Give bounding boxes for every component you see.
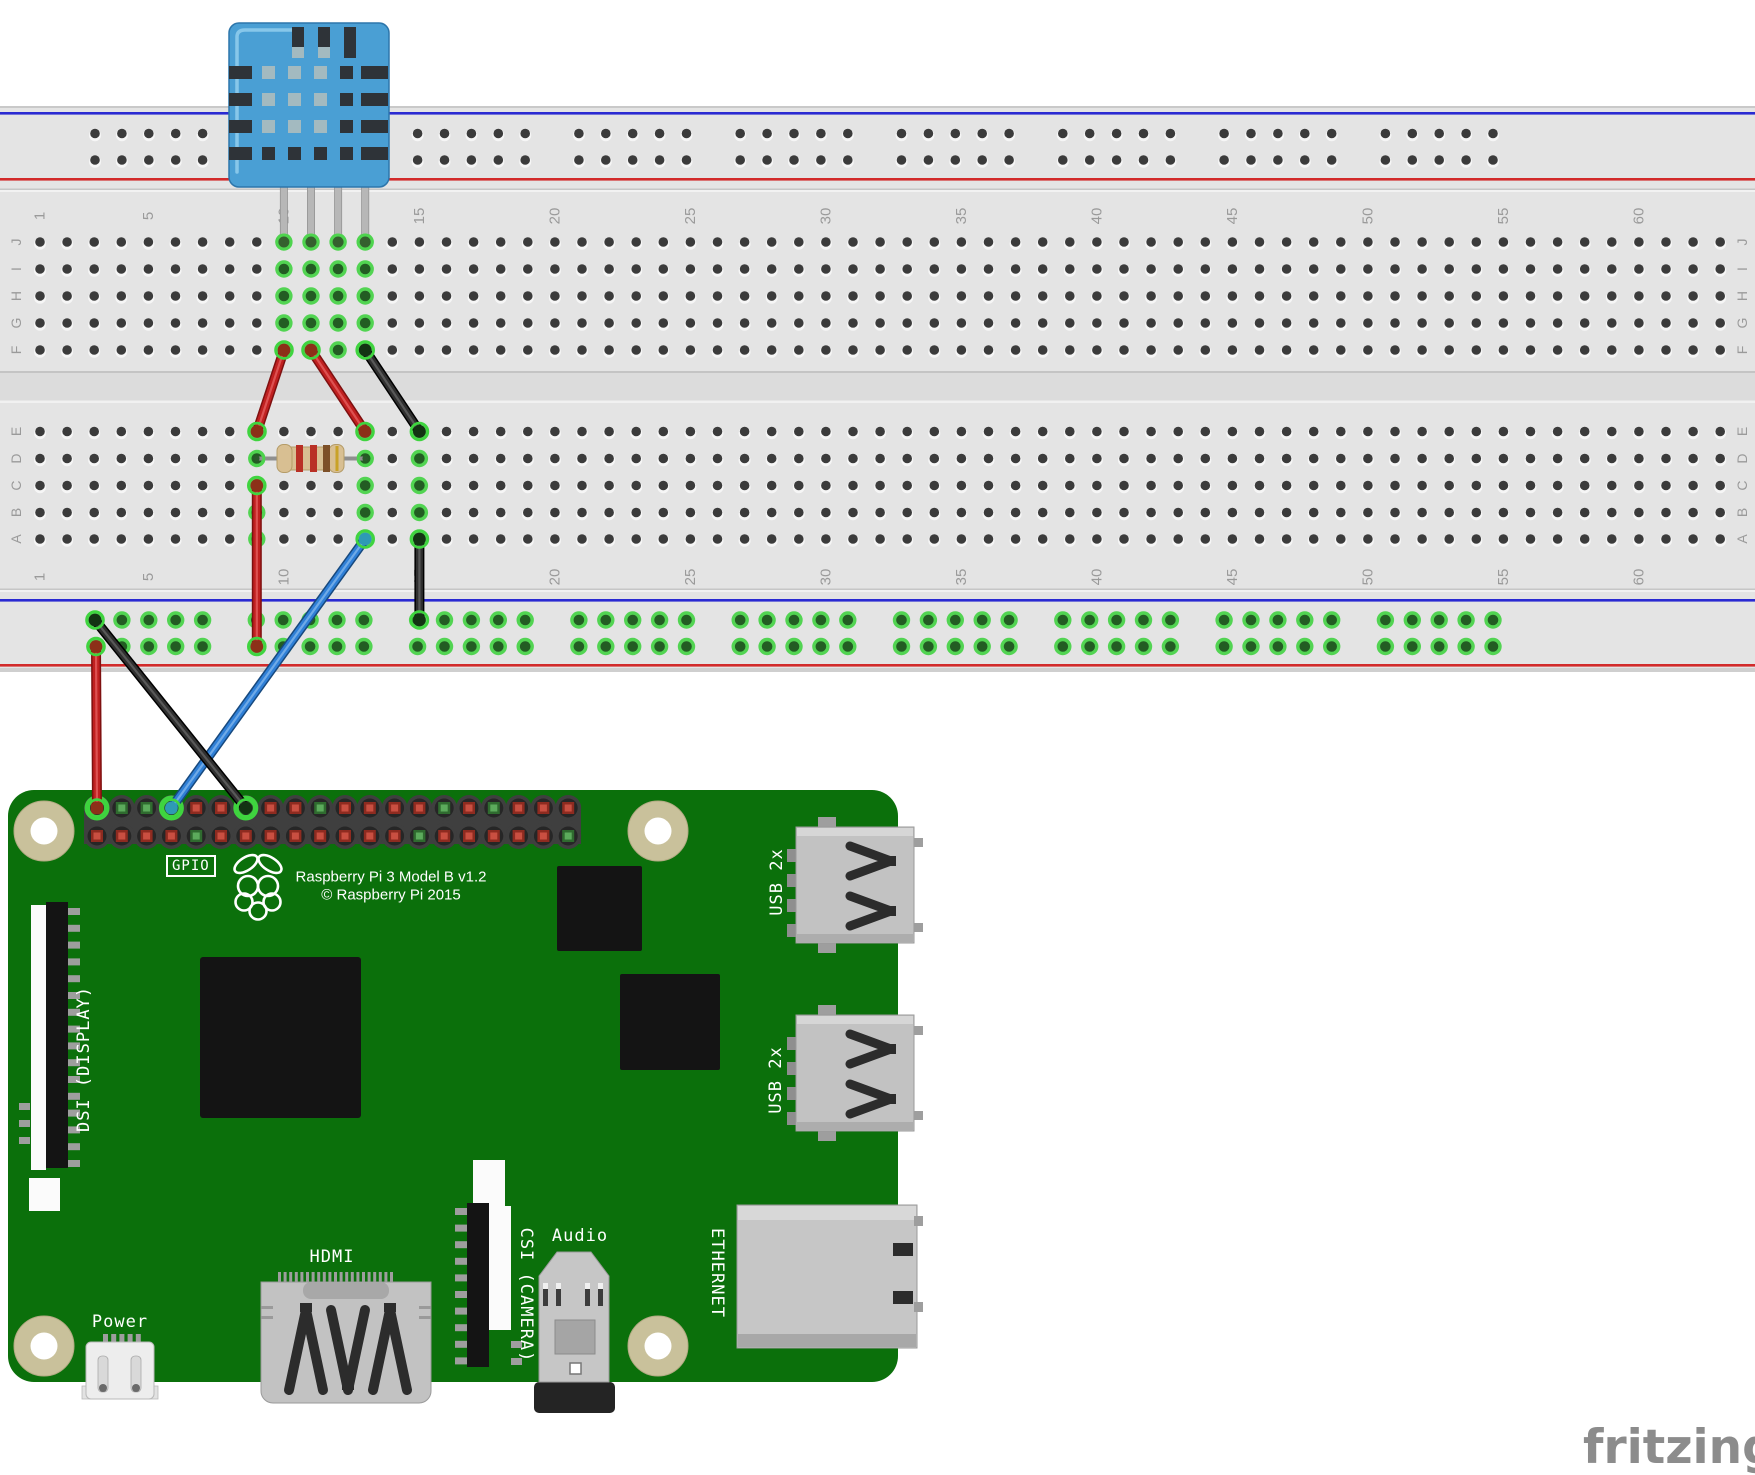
wire-red-F10-E9 xyxy=(252,345,289,437)
wire-black-minusrail-gpio xyxy=(90,615,251,813)
svg-text:15: 15 xyxy=(411,208,428,225)
svg-text:H: H xyxy=(8,291,24,301)
svg-text:G: G xyxy=(8,318,24,329)
svg-text:35: 35 xyxy=(953,208,970,225)
svg-text:30: 30 xyxy=(817,569,834,586)
svg-text:20: 20 xyxy=(546,569,563,586)
svg-text:5: 5 xyxy=(140,212,157,220)
svg-text:B: B xyxy=(1734,508,1750,517)
dsi-connector xyxy=(19,902,80,1211)
wire-red-plusrail-gpio xyxy=(91,641,102,813)
svg-text:1: 1 xyxy=(32,573,49,581)
dht11-sensor xyxy=(228,22,390,251)
usb-port-2 xyxy=(787,1005,923,1141)
svg-text:25: 25 xyxy=(682,208,699,225)
svg-text:I: I xyxy=(1734,267,1750,271)
hdmi-port xyxy=(260,1272,432,1404)
svg-text:A: A xyxy=(8,534,24,544)
soc-chip xyxy=(200,957,361,1118)
svg-text:C: C xyxy=(1734,480,1750,490)
svg-text:5: 5 xyxy=(140,573,157,581)
svg-text:C: C xyxy=(8,480,24,490)
svg-text:35: 35 xyxy=(953,569,970,586)
svg-text:55: 55 xyxy=(1495,569,1512,586)
svg-text:J: J xyxy=(1734,239,1750,246)
audio-jack xyxy=(534,1251,615,1413)
power-port xyxy=(81,1334,159,1400)
svg-text:A: A xyxy=(1734,534,1750,544)
ethernet-port xyxy=(736,1204,923,1349)
svg-text:I: I xyxy=(8,267,24,271)
svg-text:50: 50 xyxy=(1359,569,1376,586)
svg-text:1: 1 xyxy=(32,212,49,220)
svg-text:25: 25 xyxy=(682,569,699,586)
wire-red-F11-E13 xyxy=(306,345,370,437)
svg-text:E: E xyxy=(1734,427,1750,436)
wire-black-F13-E15 xyxy=(360,345,425,437)
ram-chip xyxy=(557,866,642,951)
svg-text:E: E xyxy=(8,427,24,436)
svg-text:10: 10 xyxy=(275,569,292,586)
svg-text:F: F xyxy=(1734,346,1750,355)
svg-text:H: H xyxy=(1734,291,1750,301)
svg-text:D: D xyxy=(8,453,24,463)
svg-text:D: D xyxy=(1734,453,1750,463)
svg-text:F: F xyxy=(8,346,24,355)
csi-connector xyxy=(455,1160,522,1367)
wires xyxy=(85,340,430,818)
svg-text:60: 60 xyxy=(1630,208,1647,225)
resistor xyxy=(248,444,374,473)
breadboard: JJIIHHGGFFEEDDCCBBAA11551010151520202525… xyxy=(0,106,1755,672)
svg-text:45: 45 xyxy=(1224,208,1241,225)
usb-port-1 xyxy=(787,817,923,953)
svg-text:B: B xyxy=(8,508,24,517)
svg-text:55: 55 xyxy=(1495,208,1512,225)
svg-text:40: 40 xyxy=(1088,208,1105,225)
raspberry-pi-board xyxy=(8,790,923,1413)
raspberry-pi-logo xyxy=(233,853,283,921)
svg-text:J: J xyxy=(8,239,24,246)
svg-text:G: G xyxy=(1734,318,1750,329)
lan-chip xyxy=(620,974,720,1070)
svg-text:60: 60 xyxy=(1630,569,1647,586)
svg-text:45: 45 xyxy=(1224,569,1241,586)
svg-text:50: 50 xyxy=(1359,208,1376,225)
breadboard-labels: JJIIHHGGFFEEDDCCBBAA11551010151520202525… xyxy=(8,208,1750,586)
svg-text:30: 30 xyxy=(817,208,834,225)
svg-text:40: 40 xyxy=(1088,569,1105,586)
svg-text:20: 20 xyxy=(546,208,563,225)
